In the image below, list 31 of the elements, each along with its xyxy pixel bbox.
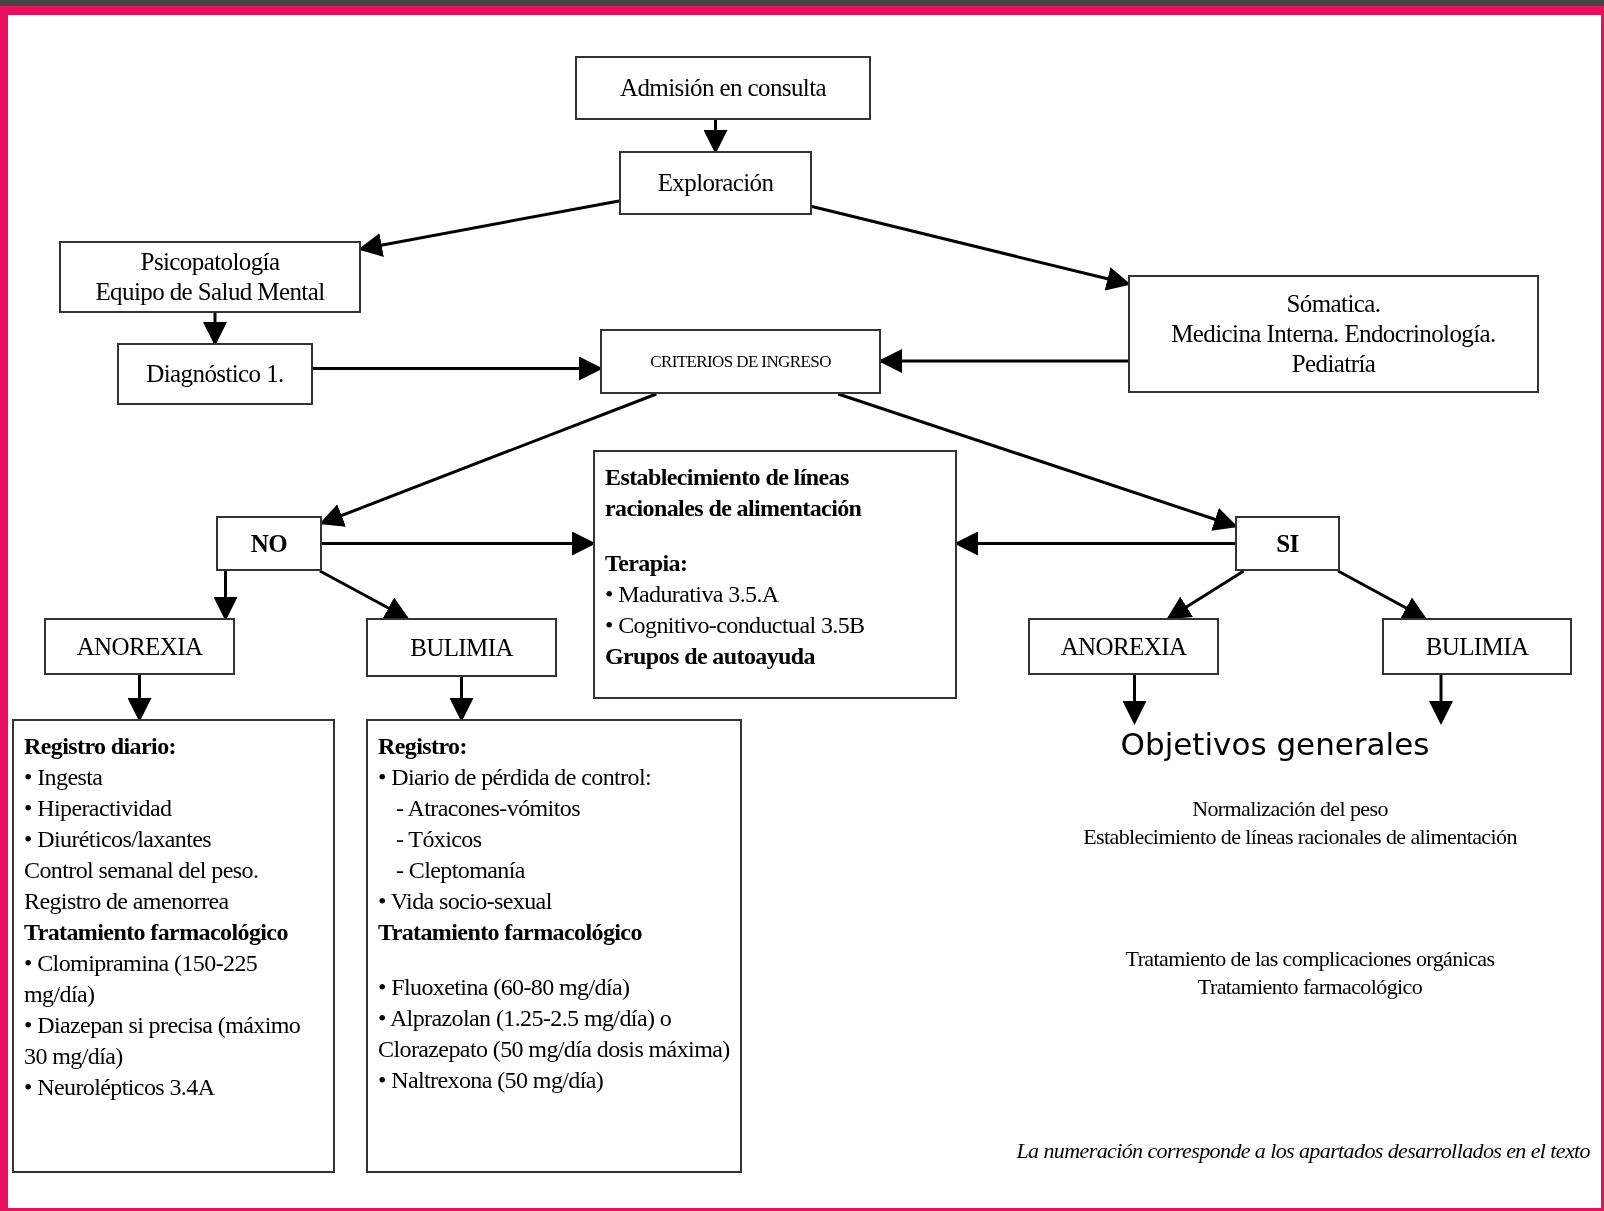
arrow xyxy=(213,571,238,621)
process-box: ANOREXIA xyxy=(44,618,235,675)
process-box: BULIMIA xyxy=(1382,618,1572,675)
process-box: ANOREXIA xyxy=(1028,618,1219,675)
arrow xyxy=(1122,675,1147,725)
arrow xyxy=(319,569,410,620)
process-box: Diagnóstico 1. xyxy=(117,343,313,405)
arrow xyxy=(203,313,227,346)
objective-text: Normalización del peso xyxy=(1191,795,1389,823)
arrow xyxy=(1337,569,1428,620)
process-box: Admisión en consulta xyxy=(575,56,871,120)
process-box: NO xyxy=(216,516,322,571)
arrow xyxy=(1429,675,1453,725)
arrow xyxy=(449,677,474,722)
objective-text: Tratamiento farmacológico xyxy=(1196,973,1424,1001)
process-box: SI xyxy=(1235,516,1340,571)
text-box: Registro: • Diario de pérdida de control: - Atracones-vómitos - Tóxicos - Cleptomanía • Vida socio-sexual Tratamiento farmacológico • Fluoxetina (60-80 mg/día) • Alprazolan (1.25-2.5 mg/día) o Clorazepato (50 mg/día dosis máxima) • Naltrexona (50 mg/día) xyxy=(366,719,742,1173)
process-box: BULIMIA xyxy=(366,618,557,677)
text-box: Registro diario: • Ingesta • Hiperactividad • Diuréticos/laxantes Control semanal del peso. Registro de amenorrea Tratamiento farmacológico • Clomipramina (150-225 mg/día) • Diazepan si precisa (máximo 30 mg/día) • Neurolépticos 3.4A xyxy=(12,719,335,1173)
footnote-text: La numeración corresponde a los apartados desarrollados en el texto xyxy=(1015,1137,1590,1165)
process-box: Sómatica. Medicina Interna. Endocrinología. Pediatría xyxy=(1128,275,1539,393)
arrow xyxy=(703,120,728,154)
arrow xyxy=(1166,569,1245,620)
text-box: Establecimiento de líneas racionales de alimentación Terapia: • Madurativa 3.5.A • Cognitivo-conductual 3.5B Grupos de autoayuda xyxy=(593,450,957,699)
objective-text: Establecimiento de líneas racionales de alimentación xyxy=(1082,823,1518,851)
arrow xyxy=(127,675,152,722)
objective-text: Tratamiento de las complicaciones orgánicas xyxy=(1124,945,1496,973)
process-box: CRITERIOS DE INGRESO xyxy=(600,329,881,394)
heading-text: Objetivos generales xyxy=(1050,722,1500,766)
process-box: Psicopatología Equipo de Salud Mental xyxy=(59,241,361,313)
process-box: Exploración xyxy=(619,151,812,215)
